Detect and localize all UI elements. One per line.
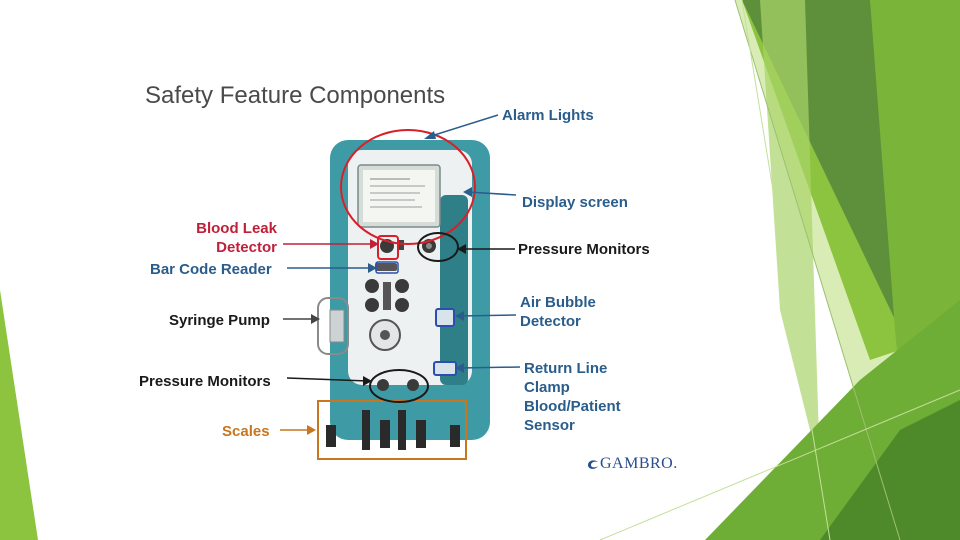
air-bubble-detector-box xyxy=(435,308,455,327)
gambro-logo: GAMBRO. xyxy=(586,455,678,473)
gambro-swirl-icon xyxy=(588,460,598,469)
label-air-bubble-line1: Air Bubble xyxy=(520,294,596,311)
label-scales: Scales xyxy=(222,423,270,440)
alarm-lights-highlight xyxy=(340,129,476,245)
label-air-bubble-detector: Air Bubble Detector xyxy=(520,293,596,331)
pressure-monitors-bottom-highlight xyxy=(369,369,429,403)
label-pressure-monitors-right: Pressure Monitors xyxy=(518,241,650,258)
label-return-line-1: Return Line xyxy=(524,360,608,377)
label-air-bubble-line2: Detector xyxy=(520,313,581,330)
gambro-logo-text: GAMBRO. xyxy=(600,455,678,472)
slide-title: Safety Feature Components xyxy=(145,82,446,109)
blood-leak-highlight xyxy=(377,235,399,260)
label-return-line-clamp-sensor: Return Line Clamp Blood/Patient Sensor xyxy=(524,359,621,435)
label-return-line-4: Sensor xyxy=(524,417,575,434)
label-display-screen: Display screen xyxy=(522,194,628,211)
label-syringe-pump: Syringe Pump xyxy=(169,312,270,329)
return-line-clamp-box xyxy=(433,361,457,376)
callout-arrows xyxy=(280,114,521,435)
label-pressure-monitors-left: Pressure Monitors xyxy=(139,373,271,390)
label-blood-leak-line2: Detector xyxy=(216,239,277,256)
label-return-line-3: Blood/Patient xyxy=(524,398,621,415)
label-blood-leak-line1: Blood Leak xyxy=(196,220,277,237)
label-blood-leak-detector: Blood Leak Detector xyxy=(170,219,277,257)
label-bar-code-reader: Bar Code Reader xyxy=(150,261,272,278)
label-return-line-2: Clamp xyxy=(524,379,570,396)
pressure-monitors-top-highlight xyxy=(417,232,459,262)
label-alarm-lights: Alarm Lights xyxy=(502,107,594,124)
